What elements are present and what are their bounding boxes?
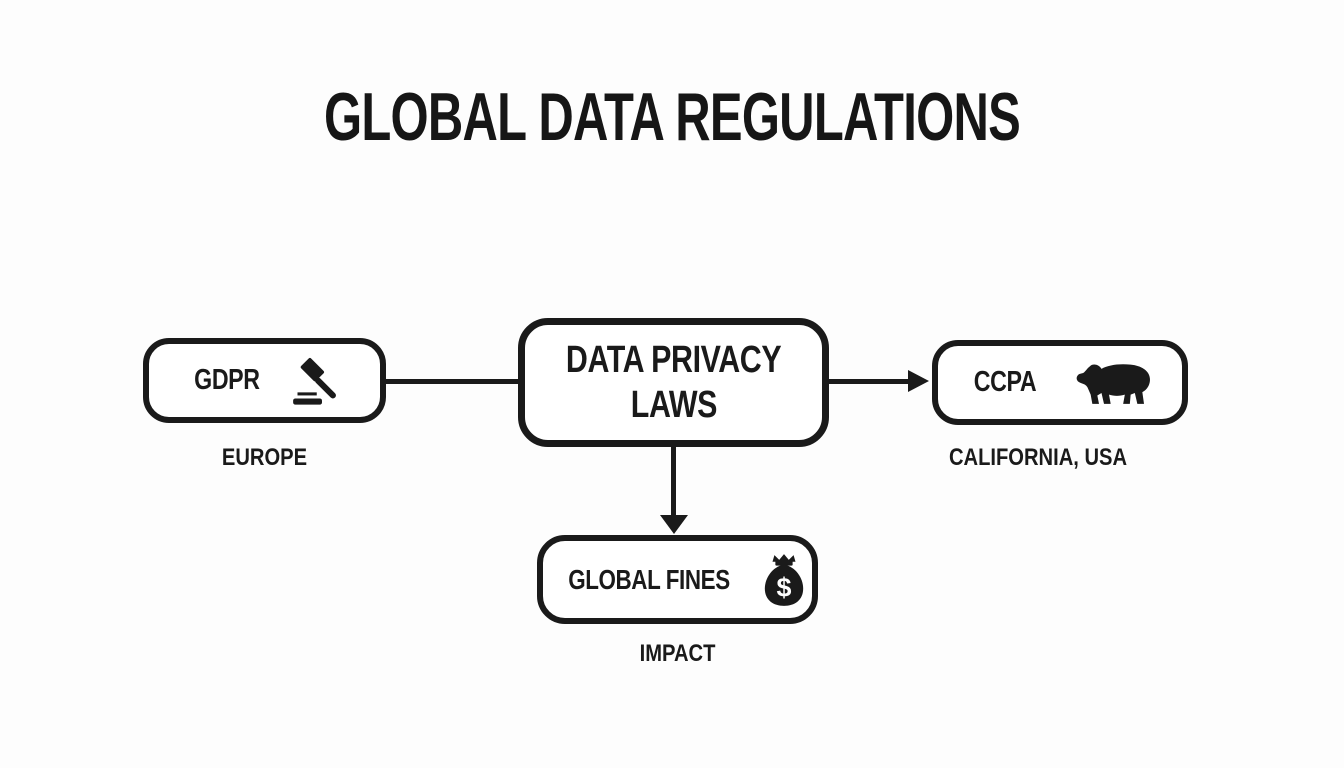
node-ccpa: CCPA xyxy=(932,340,1188,425)
page-title: GLOBAL DATA REGULATIONS xyxy=(323,79,1021,155)
node-privacy-label-line1: DATA PRIVACY xyxy=(565,338,782,381)
node-gdpr: GDPR xyxy=(143,338,386,423)
region-label-california-usa: CALIFORNIA, USA xyxy=(948,444,1128,471)
node-global-fines: GLOBAL FINES $ xyxy=(537,535,818,624)
dollar-sign: $ xyxy=(777,572,792,602)
money-bag-icon: $ xyxy=(761,552,807,608)
bear-icon xyxy=(1074,358,1154,408)
node-ccpa-label: CCPA xyxy=(973,366,1037,398)
gavel-icon xyxy=(287,353,343,409)
node-gdpr-label: GDPR xyxy=(193,364,260,396)
connector-gdpr-privacy xyxy=(384,379,520,384)
connector-privacy-ccpa xyxy=(827,379,910,384)
region-label-europe: EUROPE xyxy=(221,444,308,471)
connector-privacy-fines xyxy=(671,445,676,517)
node-fines-label: GLOBAL FINES xyxy=(567,563,730,595)
region-label-impact: IMPACT xyxy=(639,640,716,667)
node-data-privacy-laws: DATA PRIVACY LAWS xyxy=(518,318,829,447)
node-privacy-label-line2: LAWS xyxy=(630,383,717,426)
arrow-right-icon xyxy=(908,370,929,392)
arrow-down-icon xyxy=(660,515,688,534)
